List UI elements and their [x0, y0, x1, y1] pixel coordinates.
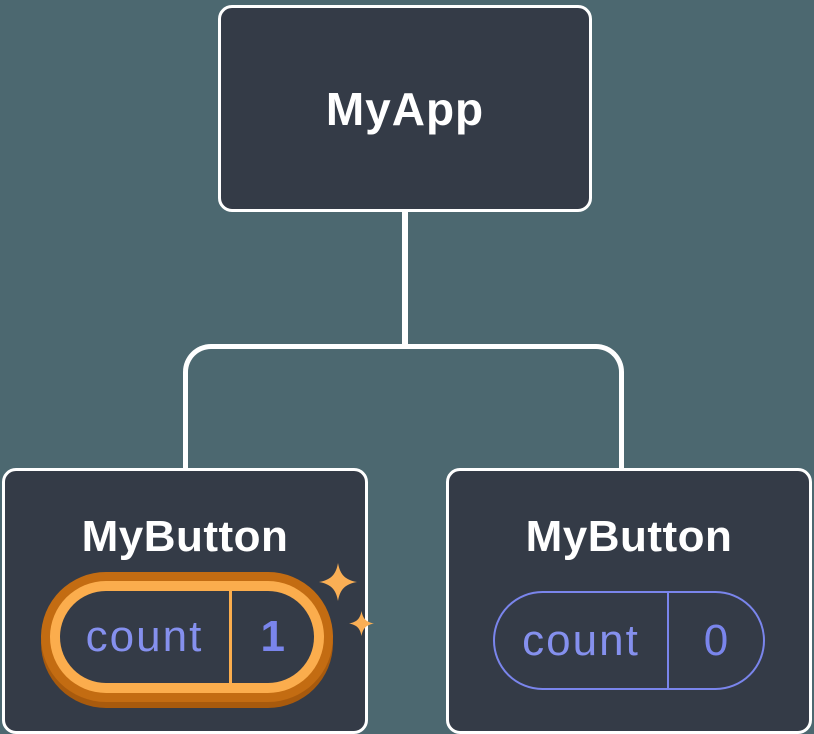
- state-name-cell: count: [495, 593, 667, 688]
- state-pill-core: count 1: [60, 591, 314, 683]
- state-name-label: count: [522, 615, 640, 665]
- child-node-mybutton-1: MyButton count 1: [2, 468, 374, 734]
- state-pill: count 0: [493, 591, 765, 690]
- root-node-myapp: MyApp: [218, 5, 592, 212]
- connector-branch: [183, 344, 624, 468]
- state-value-label: 1: [260, 612, 285, 661]
- sparkles-icon: [319, 563, 374, 636]
- state-pill-highlight-ring: count 1: [50, 581, 324, 693]
- root-node-label: MyApp: [325, 82, 485, 135]
- pill-divider: [667, 593, 669, 688]
- state-value-cell: 1: [232, 591, 315, 683]
- child-node-label: MyButton: [525, 512, 733, 561]
- connector-stem: [402, 210, 408, 346]
- state-value-cell: 0: [669, 593, 763, 688]
- child-node-label: MyButton: [81, 512, 289, 561]
- state-name-label: count: [85, 612, 204, 661]
- child-node-mybutton-2: MyButton count 0: [446, 468, 812, 734]
- pill-divider: [229, 591, 232, 683]
- state-name-cell: count: [60, 591, 229, 683]
- state-value-label: 0: [703, 615, 729, 665]
- state-pill-highlighted: count 1: [41, 572, 333, 702]
